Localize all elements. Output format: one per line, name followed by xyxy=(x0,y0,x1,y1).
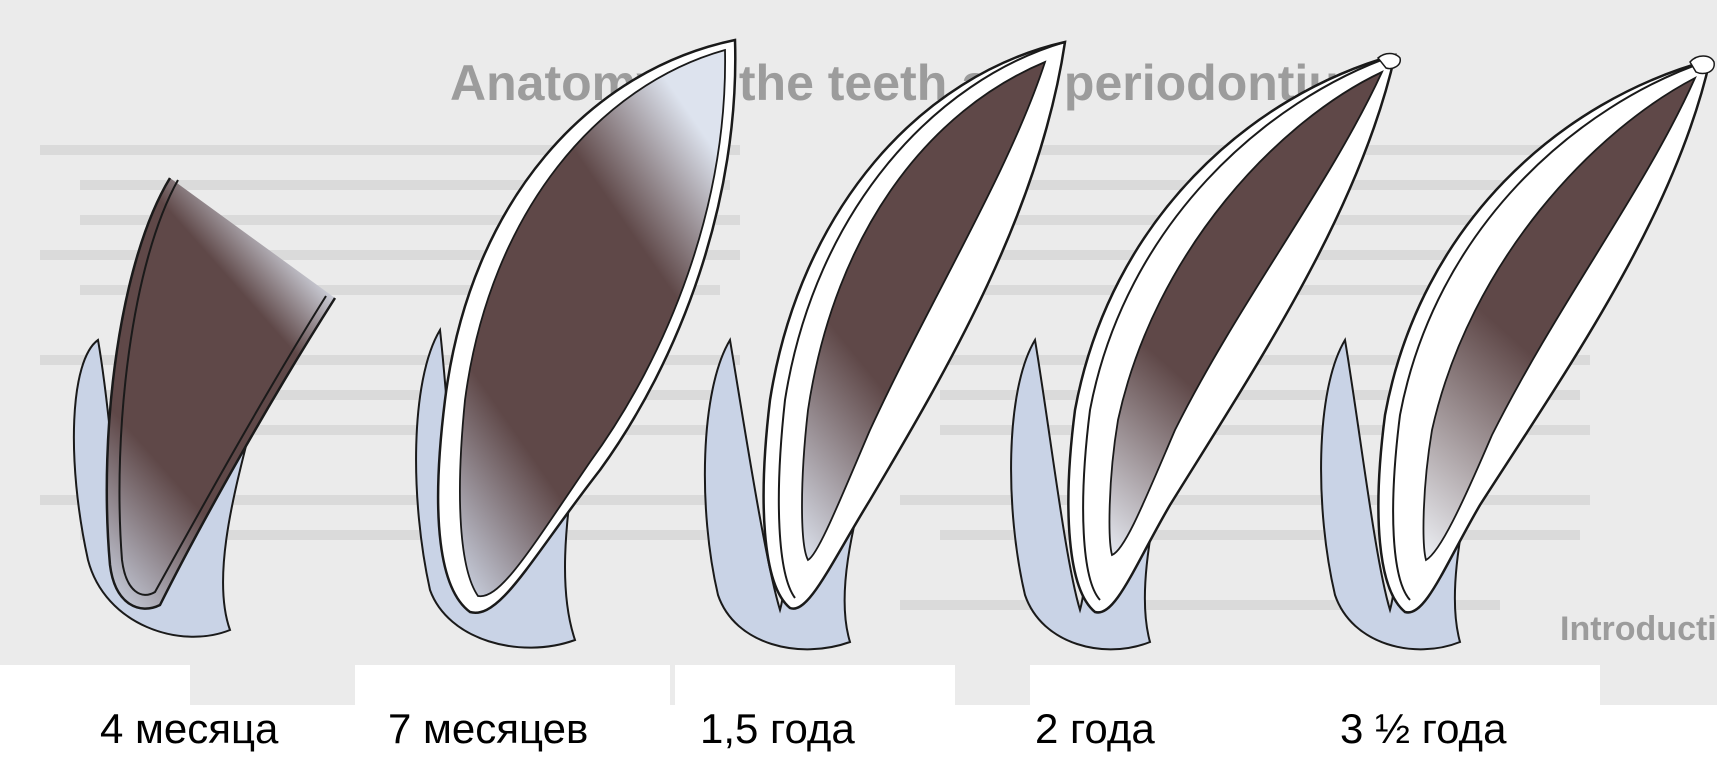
label-strip-4 xyxy=(1030,665,1360,710)
stage-label-1-5-years: 1,5 года xyxy=(700,705,855,753)
pulp-2 xyxy=(460,50,725,596)
background-subheading: Introduction xyxy=(1560,610,1717,648)
stage-label-3-5-years: 3 ½ года xyxy=(1340,705,1506,753)
stage-label-2-years: 2 года xyxy=(1035,705,1155,753)
label-strip-2 xyxy=(355,665,670,710)
scanned-page-background: Anatomy of the teeth and periodontium In… xyxy=(0,0,1717,705)
tooth-development-figure: Anatomy of the teeth and periodontium In… xyxy=(0,0,1717,705)
label-strip-1 xyxy=(0,665,190,710)
tooth-stage-3 xyxy=(705,42,1065,649)
stage-label-4-months: 4 месяца xyxy=(100,705,278,753)
label-strip-3 xyxy=(675,665,955,710)
stage-label-7-months: 7 месяцев xyxy=(388,705,588,753)
tooth-stage-2 xyxy=(416,40,735,648)
background-heading: Anatomy of the teeth and periodontium xyxy=(450,55,1383,111)
label-strip-5 xyxy=(1320,665,1600,710)
tooth-stage-5 xyxy=(1321,56,1714,649)
tooth-stage-1 xyxy=(74,178,335,637)
